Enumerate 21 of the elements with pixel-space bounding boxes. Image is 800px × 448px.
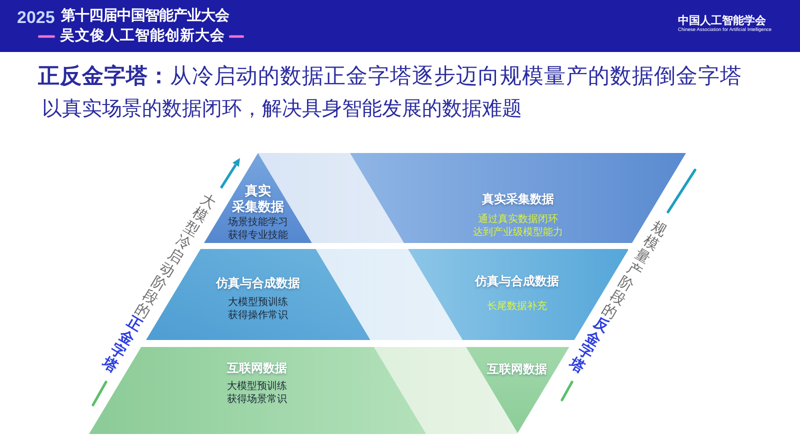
pyramid-tier	[466, 347, 570, 433]
tier-description: 长尾数据补充	[486, 300, 548, 313]
tier-title: 仿真与合成数据	[474, 274, 560, 290]
slide-title: 正反金字塔：从冷启动的数据正金字塔逐步迈向规模量产的数据倒金字塔	[38, 63, 742, 91]
tier-title: 互联网数据	[226, 361, 288, 377]
slide-subtitle: 以真实场景的数据闭环，解决具身智能发展的数据难题	[42, 97, 522, 122]
tier-title: 真实采集数据	[481, 192, 555, 208]
tier-description: 大模型预训练获得操作常识	[226, 296, 289, 322]
tier-title: 互联网数据	[486, 362, 548, 378]
tier-description: 场景技能学习获得专业技能	[227, 216, 289, 242]
diagonal-band	[258, 153, 404, 243]
diagonal-band	[316, 249, 462, 340]
stage-label: 规模量产阶段的反金字塔	[565, 219, 668, 378]
event-title: 第十四届中国智能产业大会	[61, 8, 229, 26]
tier-description: 大模型预训练获得场景常识	[226, 380, 288, 406]
tier-title: 真实采集数据	[230, 184, 285, 216]
organization-name: 中国人工智能学会	[678, 14, 766, 28]
event-title: 吴文俊人工智能创新大会	[60, 27, 225, 46]
tier-title: 仿真与合成数据	[214, 276, 301, 292]
event-year: 2025	[17, 7, 55, 28]
tier-description: 通过真实数据闭环达到产业级模型能力	[472, 213, 564, 239]
